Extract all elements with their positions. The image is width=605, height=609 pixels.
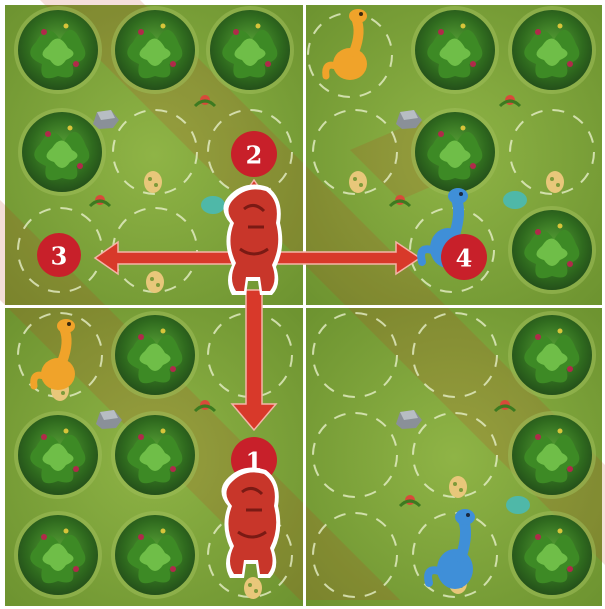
- move-option-4[interactable]: 4: [441, 234, 487, 280]
- move-option-label: 2: [246, 141, 263, 170]
- egg-plain: [244, 577, 262, 599]
- egg-plain: [144, 171, 162, 193]
- red-dinosaur-destination[interactable]: [221, 468, 280, 578]
- move-option-3[interactable]: 3: [37, 233, 81, 277]
- red-dinosaur-active[interactable]: [223, 185, 282, 295]
- egg-plain: [349, 171, 367, 193]
- move-option-2[interactable]: 2: [231, 131, 277, 177]
- egg-numbered: [449, 476, 467, 498]
- move-option-label: 3: [51, 242, 68, 271]
- move-option-label: 4: [456, 244, 473, 273]
- egg-numbered: [546, 171, 564, 193]
- egg-plain: [146, 271, 164, 293]
